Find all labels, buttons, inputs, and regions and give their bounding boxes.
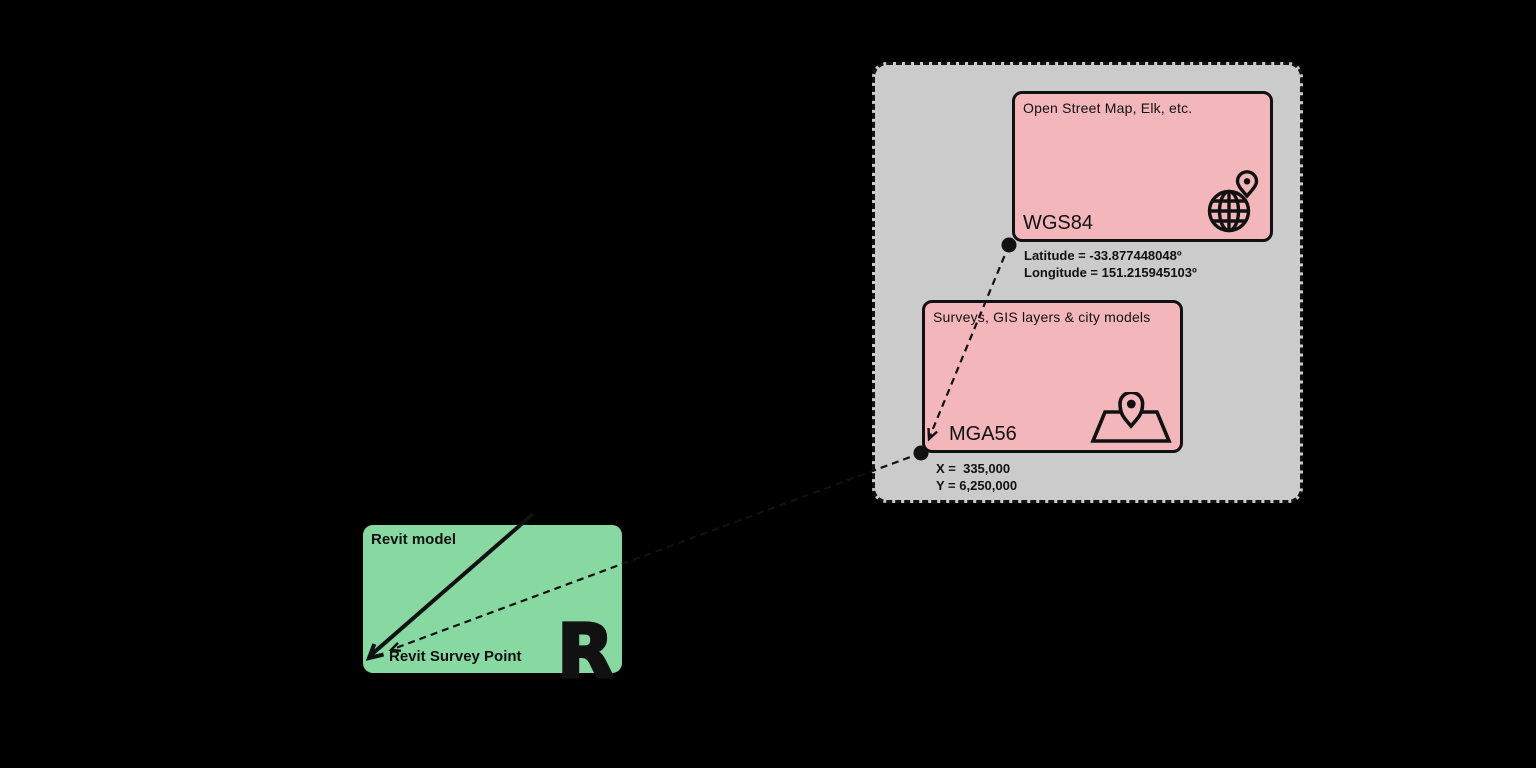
wgs84-coordinates: Latitude = -33.877448048º Longitude = 15… xyxy=(1024,247,1197,281)
mga56-box-title: Surveys, GIS layers & city models xyxy=(933,309,1151,325)
revit-logo: R xyxy=(556,609,616,695)
revit-model-box: Revit model Revit Survey Point R xyxy=(363,525,622,691)
map-location-icon xyxy=(1090,392,1172,443)
globe-location-icon xyxy=(1207,170,1259,233)
revit-survey-point-label: Revit Survey Point xyxy=(389,648,522,665)
y-value: Y = 6,250,000 xyxy=(936,478,1018,493)
mga56-coordinates: X = 335,000 Y = 6,250,000 xyxy=(936,460,1017,494)
latitude-value: Latitude = -33.877448048º xyxy=(1024,248,1182,263)
mga56-label: MGA56 xyxy=(949,423,1017,445)
x-value: X = 335,000 xyxy=(936,461,1011,476)
mga56-box: Surveys, GIS layers & city models MGA56 xyxy=(922,300,1183,453)
wgs84-label: WGS84 xyxy=(1023,212,1094,234)
wgs84-box: Open Street Map, Elk, etc. WGS84 xyxy=(1012,91,1273,242)
revit-model-title: Revit model xyxy=(371,531,457,548)
wgs84-box-title: Open Street Map, Elk, etc. xyxy=(1023,100,1193,116)
longitude-value: Longitude = 151.215945103º xyxy=(1024,265,1197,280)
